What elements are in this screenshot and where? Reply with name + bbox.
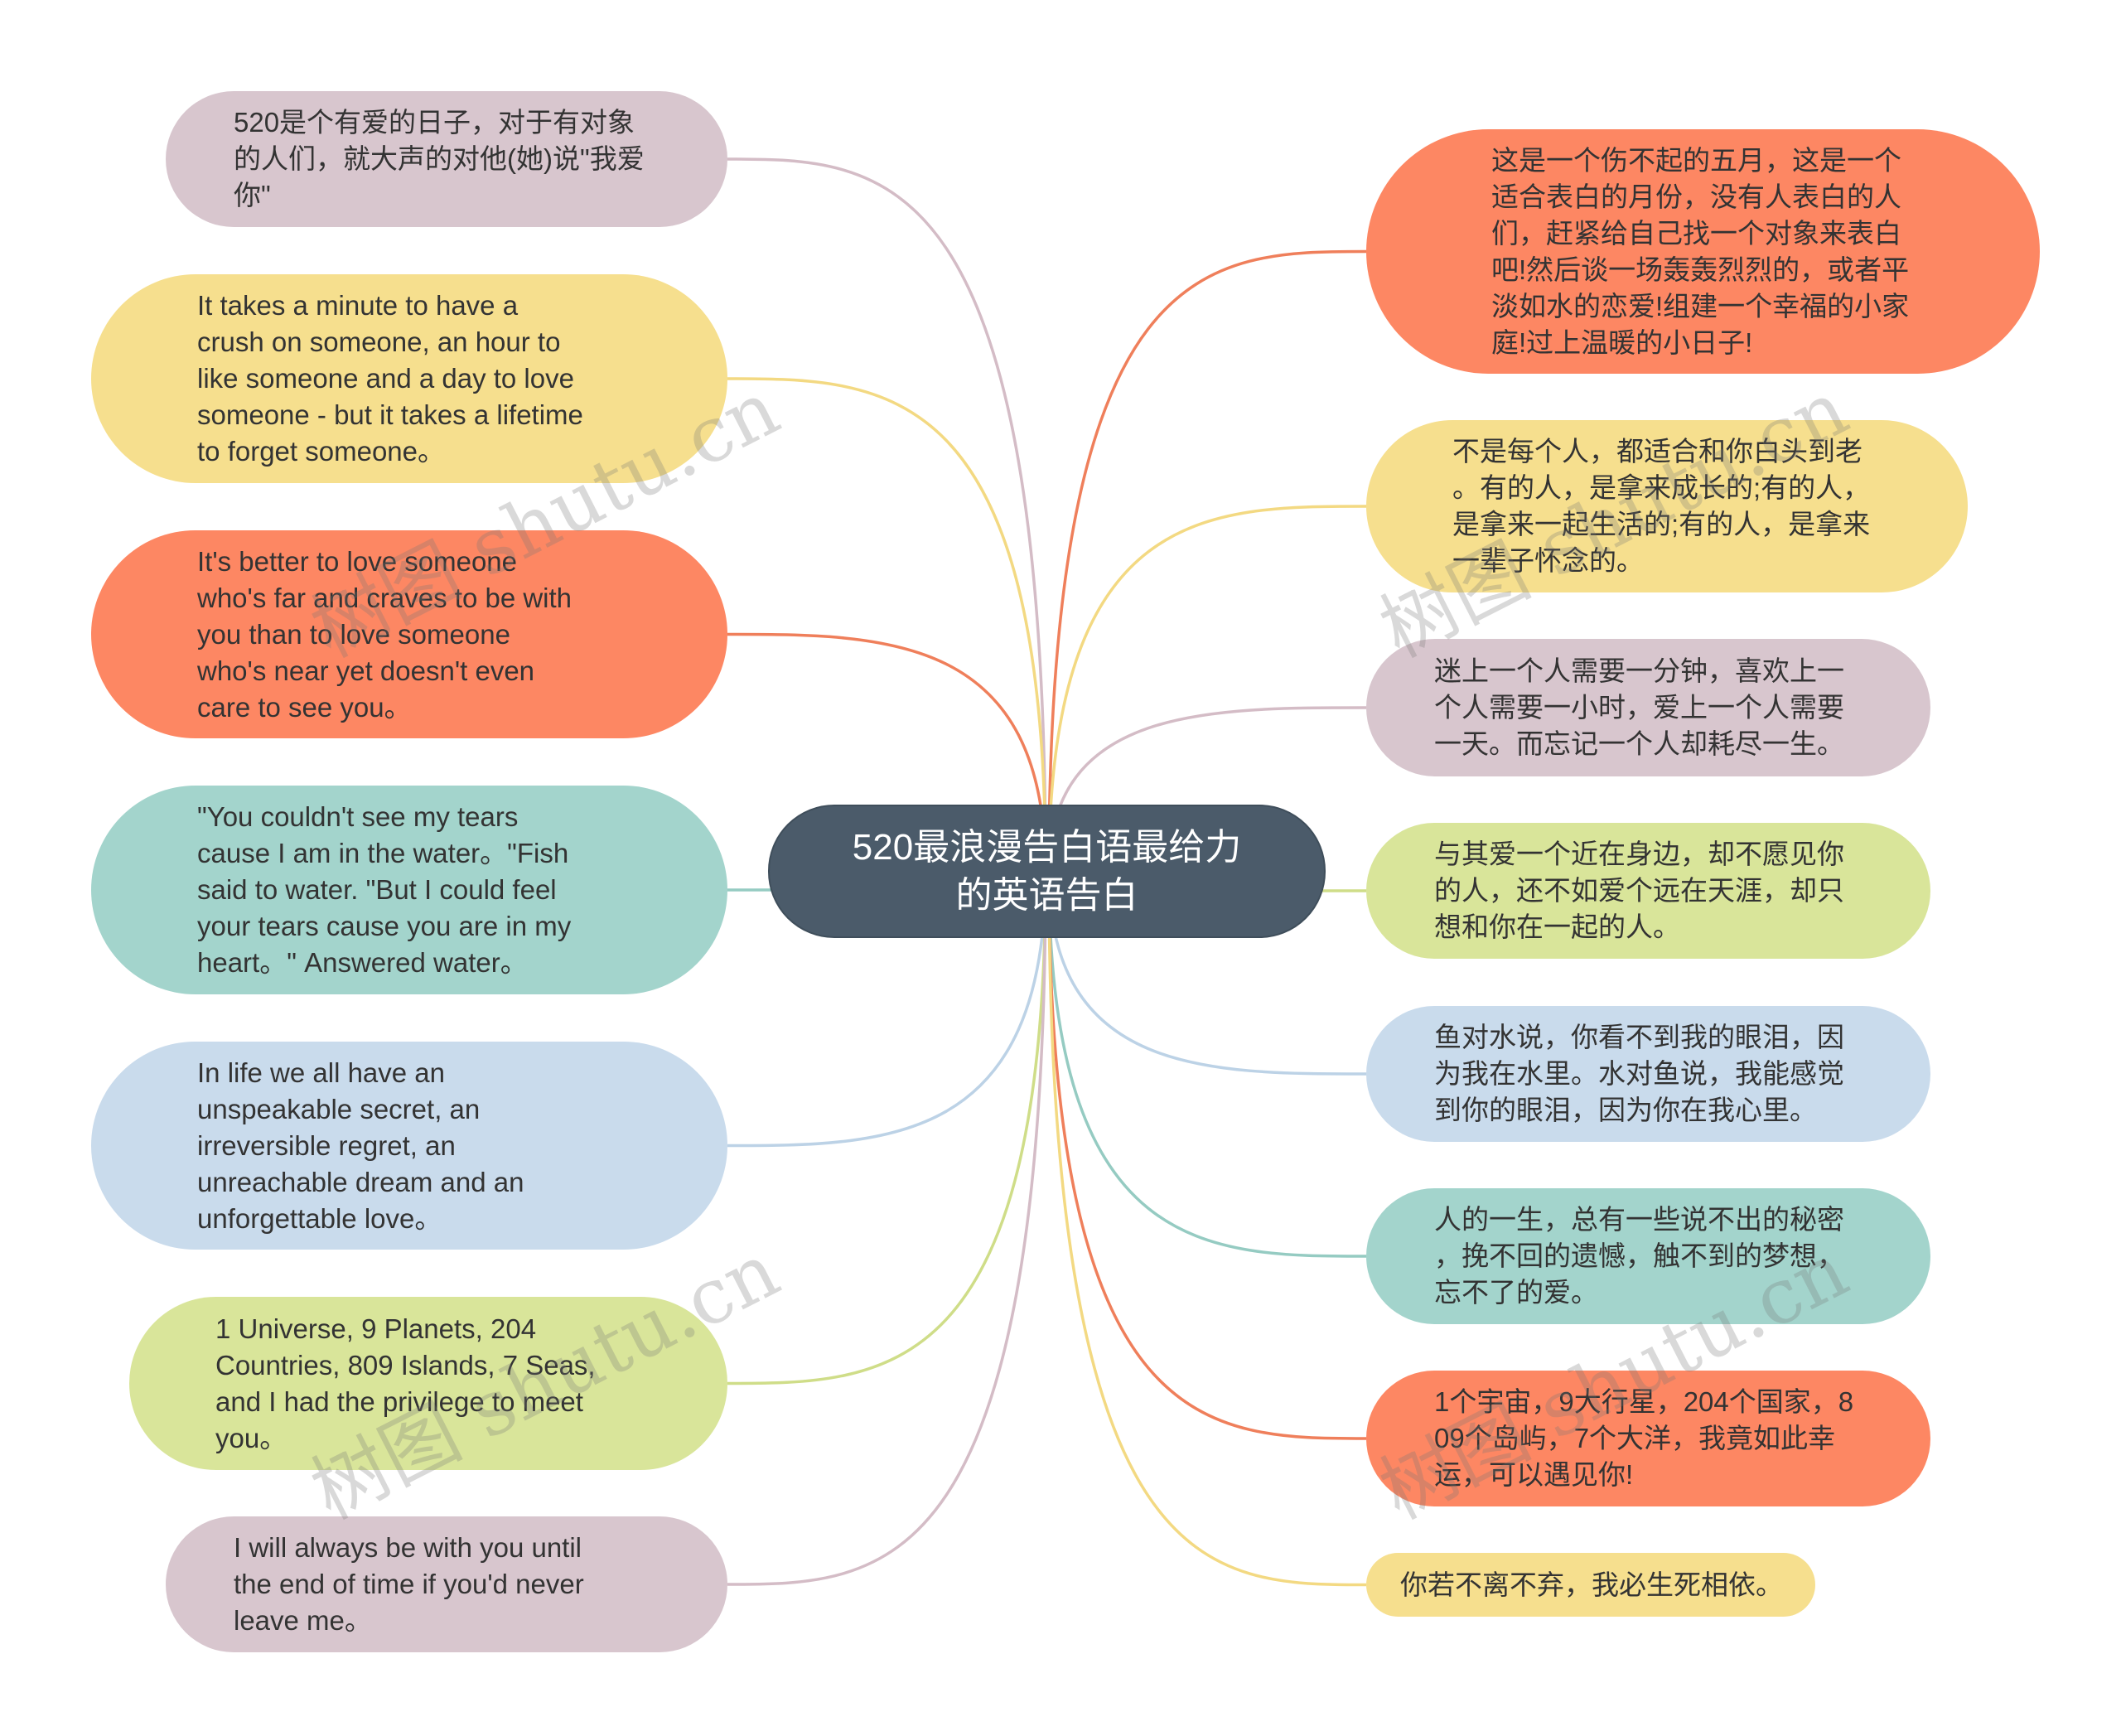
left-topic-1[interactable]: 520是个有爱的日子，对于有对象 的人们，就大声的对他(她)说"我爱 你" xyxy=(166,91,727,227)
right-topic-3[interactable]: 迷上一个人需要一分钟，喜欢上一 个人需要一小时，爱上一个人需要 一天。而忘记一个… xyxy=(1366,639,1930,776)
right-connector-7 xyxy=(1047,871,1367,1440)
right-connector-1 xyxy=(1047,249,1367,873)
left-topic-6[interactable]: 1 Universe, 9 Planets, 204 Countries, 80… xyxy=(129,1297,727,1470)
left-connector-6 xyxy=(727,871,1047,1385)
topic-text: 1 Universe, 9 Planets, 204 Countries, 80… xyxy=(215,1313,596,1453)
right-topic-1[interactable]: 这是一个伤不起的五月，这是一个 适合表白的月份，没有人表白的人 们，赶紧给自己找… xyxy=(1366,129,2040,374)
left-topic-3[interactable]: It's better to love someone who's far an… xyxy=(91,530,727,738)
topic-text: It takes a minute to have a crush on som… xyxy=(197,290,583,467)
left-topic-2[interactable]: It takes a minute to have a crush on som… xyxy=(91,274,727,483)
topic-text: 你若不离不弃，我必生死相依。 xyxy=(1400,1569,1783,1600)
right-topic-5[interactable]: 鱼对水说，你看不到我的眼泪，因 为我在水里。水对鱼说，我能感觉 到你的眼泪，因为… xyxy=(1366,1006,1930,1142)
right-topic-4[interactable]: 与其爱一个近在身边，却不愿见你 的人，还不如爱个远在天涯，却只 想和你在一起的人… xyxy=(1366,823,1930,959)
left-topic-7[interactable]: I will always be with you until the end … xyxy=(166,1516,727,1652)
right-connector-8 xyxy=(1047,871,1367,1587)
left-connector-2 xyxy=(727,377,1047,873)
topic-text: 与其爱一个近在身边，却不愿见你 的人，还不如爱个远在天涯，却只 想和你在一起的人… xyxy=(1434,839,1844,942)
right-topic-7[interactable]: 1个宇宙，9大行星，204个国家，8 09个岛屿，7个大洋，我竟如此幸 运，可以… xyxy=(1366,1371,1930,1506)
left-topic-5[interactable]: In life we all have an unspeakable secre… xyxy=(91,1042,727,1250)
right-connector-6 xyxy=(1047,871,1367,1258)
topic-text: 1个宇宙，9大行星，204个国家，8 09个岛屿，7个大洋，我竟如此幸 运，可以… xyxy=(1434,1386,1854,1490)
left-connector-1 xyxy=(727,157,1047,873)
topic-text: 迷上一个人需要一分钟，喜欢上一 个人需要一小时，爱上一个人需要 一天。而忘记一个… xyxy=(1434,655,1844,759)
topic-text: "You couldn't see my tears cause I am in… xyxy=(197,801,572,978)
topic-text: I will always be with you until the end … xyxy=(234,1532,584,1636)
topic-text: In life we all have an unspeakable secre… xyxy=(197,1057,524,1234)
left-connector-5 xyxy=(727,871,1047,1148)
left-topic-4[interactable]: "You couldn't see my tears cause I am in… xyxy=(91,786,727,994)
central-topic[interactable]: 520最浪漫告白语最给力 的英语告白 xyxy=(768,805,1326,938)
left-connector-7 xyxy=(727,871,1047,1586)
topic-text: 这是一个伤不起的五月，这是一个 适合表白的月份，没有人表白的人 们，赶紧给自己找… xyxy=(1491,144,1910,358)
topic-text: 520是个有爱的日子，对于有对象 的人们，就大声的对他(她)说"我爱 你" xyxy=(234,107,645,210)
right-connector-5 xyxy=(1047,871,1367,1076)
right-topic-8[interactable]: 你若不离不弃，我必生死相依。 xyxy=(1366,1553,1815,1617)
right-topic-6[interactable]: 人的一生，总有一些说不出的秘密 ，挽不回的遗憾，触不到的梦想， 忘不了的爱。 xyxy=(1366,1188,1930,1324)
topic-text: It's better to love someone who's far an… xyxy=(197,545,573,723)
topic-text: 不是每个人，都适合和你白头到老 。有的人，是拿来成长的;有的人， 是拿来一起生活… xyxy=(1452,436,1871,576)
right-connector-2 xyxy=(1047,505,1367,873)
right-topic-2[interactable]: 不是每个人，都适合和你白头到老 。有的人，是拿来成长的;有的人， 是拿来一起生活… xyxy=(1366,420,1968,592)
topic-text: 人的一生，总有一些说不出的秘密 ，挽不回的遗憾，触不到的梦想， 忘不了的爱。 xyxy=(1434,1204,1844,1308)
left-connector-3 xyxy=(727,632,1047,873)
topic-text: 鱼对水说，你看不到我的眼泪，因 为我在水里。水对鱼说，我能感觉 到你的眼泪，因为… xyxy=(1434,1022,1844,1125)
